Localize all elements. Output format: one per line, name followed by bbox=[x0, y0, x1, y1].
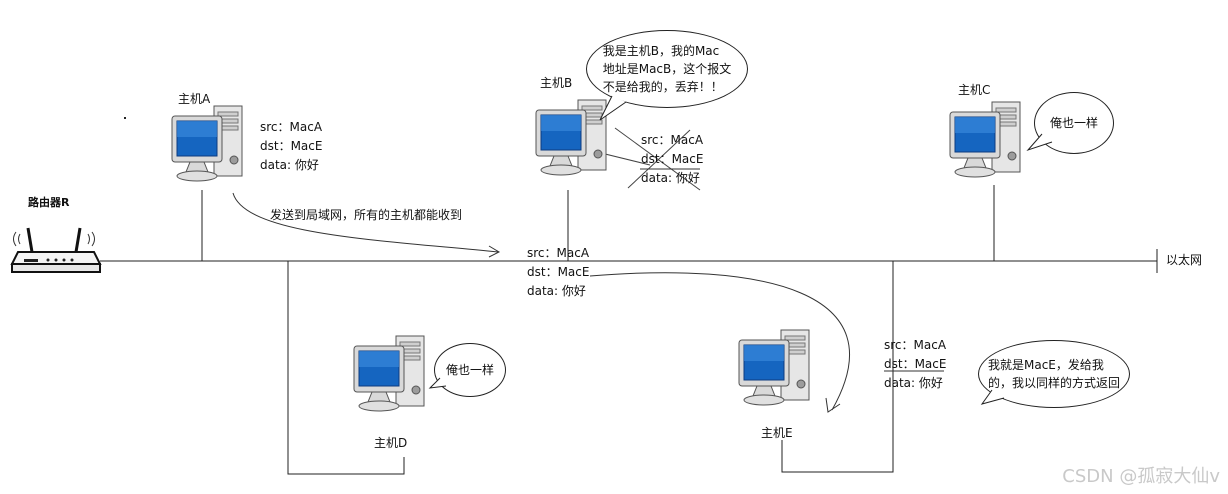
frame-data: data: 你好 bbox=[260, 158, 319, 172]
speech-bubble-host-e: 我就是MacE，发给我 的，我以同样的方式返回 bbox=[978, 340, 1130, 408]
frame-data: data: 你好 bbox=[527, 284, 586, 298]
host-b-label: 主机B bbox=[540, 76, 573, 90]
delivery-arrow bbox=[589, 272, 851, 411]
frame-src: src：MacA bbox=[641, 133, 704, 147]
frame-dst: dst：MacE bbox=[527, 265, 590, 279]
frame-dst: dst：MacE bbox=[884, 357, 947, 371]
host-c-computer-icon bbox=[948, 100, 1028, 186]
frame-dst: dst：MacE bbox=[260, 139, 323, 153]
bubble-line: 我是主机B，我的Mac bbox=[602, 44, 720, 58]
host-b-computer-icon bbox=[534, 98, 614, 184]
host-e-label: 主机E bbox=[761, 426, 793, 440]
frame-src: src：MacA bbox=[527, 246, 590, 260]
speech-bubble-host-d: 俺也一样 bbox=[434, 343, 506, 397]
bubble-text: 俺也一样 bbox=[1049, 116, 1098, 130]
frame-src: src：MacA bbox=[260, 120, 323, 134]
frame-at-host-a: src：MacA dst：MacE data: 你好 bbox=[260, 118, 322, 175]
host-e-computer-icon bbox=[737, 328, 817, 414]
broadcast-note: 发送到局域网，所有的主机都能收到 bbox=[270, 208, 463, 222]
frame-src: src：MacA bbox=[884, 338, 947, 352]
bubble-line: 的，我以同样的方式返回 bbox=[987, 376, 1120, 390]
host-d-computer-icon bbox=[352, 334, 432, 420]
host-c-label: 主机C bbox=[958, 83, 991, 97]
broadcast-arrow bbox=[232, 192, 499, 253]
frame-on-wire: src：MacA dst：MacE data: 你好 bbox=[527, 244, 589, 301]
speech-bubble-host-c: 俺也一样 bbox=[1034, 92, 1114, 154]
delivery-arrowhead bbox=[825, 397, 841, 413]
frame-data: data: 你好 bbox=[884, 376, 943, 390]
ethernet-label: 以太网 bbox=[1166, 253, 1203, 267]
bubble-line: 不是给我的，丢弃！！ bbox=[602, 80, 723, 94]
speck bbox=[124, 117, 126, 119]
frame-dst: dst：MacE bbox=[641, 152, 704, 166]
bubble-text: 俺也一样 bbox=[445, 363, 494, 377]
wire-host-e bbox=[781, 261, 894, 473]
host-a-computer-icon bbox=[170, 104, 250, 190]
router-label: 路由器R bbox=[28, 196, 70, 209]
host-a-label: 主机A bbox=[178, 92, 211, 106]
speech-bubble-host-b: 我是主机B，我的Mac 地址是MacB，这个报文 不是给我的，丢弃！！ bbox=[586, 30, 748, 108]
discard-cross-1 bbox=[614, 127, 701, 191]
frame-data: data: 你好 bbox=[641, 171, 700, 185]
host-d-label: 主机D bbox=[374, 436, 408, 450]
router-icon bbox=[10, 227, 102, 273]
watermark: CSDN @孤寂大仙v bbox=[1062, 466, 1220, 487]
frame-at-host-e: src：MacA dst：MacE data: 你好 bbox=[884, 336, 946, 393]
wire-host-d bbox=[287, 261, 405, 475]
discard-cross-2 bbox=[627, 129, 691, 189]
frame-at-host-b: src：MacA dst：MacE data: 你好 bbox=[641, 131, 703, 188]
bubble-line: 地址是MacB，这个报文 bbox=[602, 62, 732, 76]
bubble-line: 我就是MacE，发给我 bbox=[987, 358, 1104, 372]
broadcast-arrowhead bbox=[488, 245, 501, 258]
